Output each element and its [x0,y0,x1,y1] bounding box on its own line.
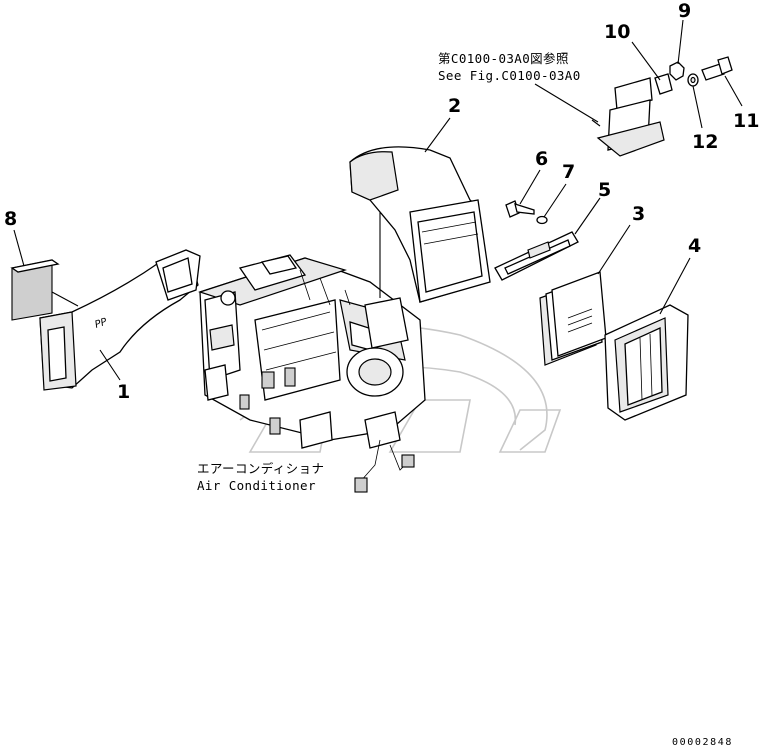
main-unit-label: エアーコンディショナ Air Conditioner [197,461,324,493]
part-3-filter [539,224,631,366]
callout-labels: 1 2 3 4 5 6 7 8 9 10 11 12 [4,0,759,403]
part-12-washer [687,73,703,129]
part-1-duct: PP [39,249,201,391]
callout-12: 12 [692,131,718,153]
callout-6: 6 [535,148,548,170]
reference-note-en: See Fig.C0100-03A0 [438,68,581,83]
air-conditioner-unit [198,200,426,493]
callout-10: 10 [604,21,630,43]
main-unit-label-en: Air Conditioner [197,478,316,493]
part-11-bolt [701,56,743,107]
part-7-washer [536,183,567,225]
reference-note-jp: 第C0100-03A0図参照 [438,51,569,66]
part-5-gasket [494,197,601,281]
callout-2: 2 [448,95,461,117]
part-4-filter-case [604,257,691,421]
part-8-pad [10,229,79,321]
callout-7: 7 [562,161,575,183]
callout-8: 8 [4,208,17,230]
reference-note: 第C0100-03A0図参照 See Fig.C0100-03A0 [438,51,581,83]
main-unit-label-jp: エアーコンディショナ [197,461,324,476]
callout-4: 4 [688,235,701,257]
callout-1: 1 [117,381,130,403]
document-id: 00002848 [672,737,733,748]
callout-3: 3 [632,203,645,225]
callout-11: 11 [733,110,759,132]
callout-9: 9 [678,0,691,22]
callout-5: 5 [598,179,611,201]
part-9-nut [669,19,685,81]
part-6-bolt [505,169,541,218]
duct-mark-text: PP [94,316,110,330]
part-10-clip [631,41,673,95]
mounting-bracket [534,77,665,157]
part-2-upper-duct [349,117,491,303]
